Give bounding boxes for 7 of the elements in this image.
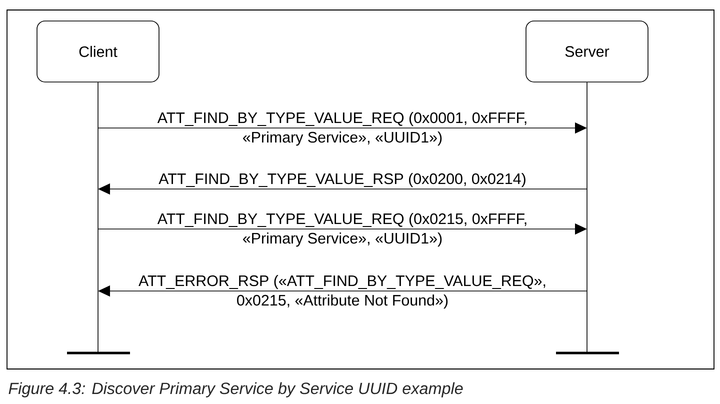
- edge-label: ATT_FIND_BY_TYPE_VALUE_RSP (0x0200, 0x0214): [158, 172, 526, 188]
- edge-label: ATT_FIND_BY_TYPE_VALUE_REQ (0x0001, 0xFFFF, «Primary Service», «UUID1»): [157, 112, 526, 146]
- participant-box: Server: [526, 20, 648, 82]
- participant-box: Client: [36, 20, 160, 82]
- edge-label: ATT_FIND_BY_TYPE_VALUE_REQ (0x0215, 0xFFFF, «Primary Service», «UUID1»): [157, 212, 526, 247]
- edge-label: ATT_ERROR_RSP («ATT_FIND_BY_TYPE_VALUE_REQ», 0x0215, «Attribute Not Found»): [138, 274, 546, 309]
- figure-caption: Figure 4.3: Discover Primary Service by Service UUID example: [8, 382, 463, 398]
